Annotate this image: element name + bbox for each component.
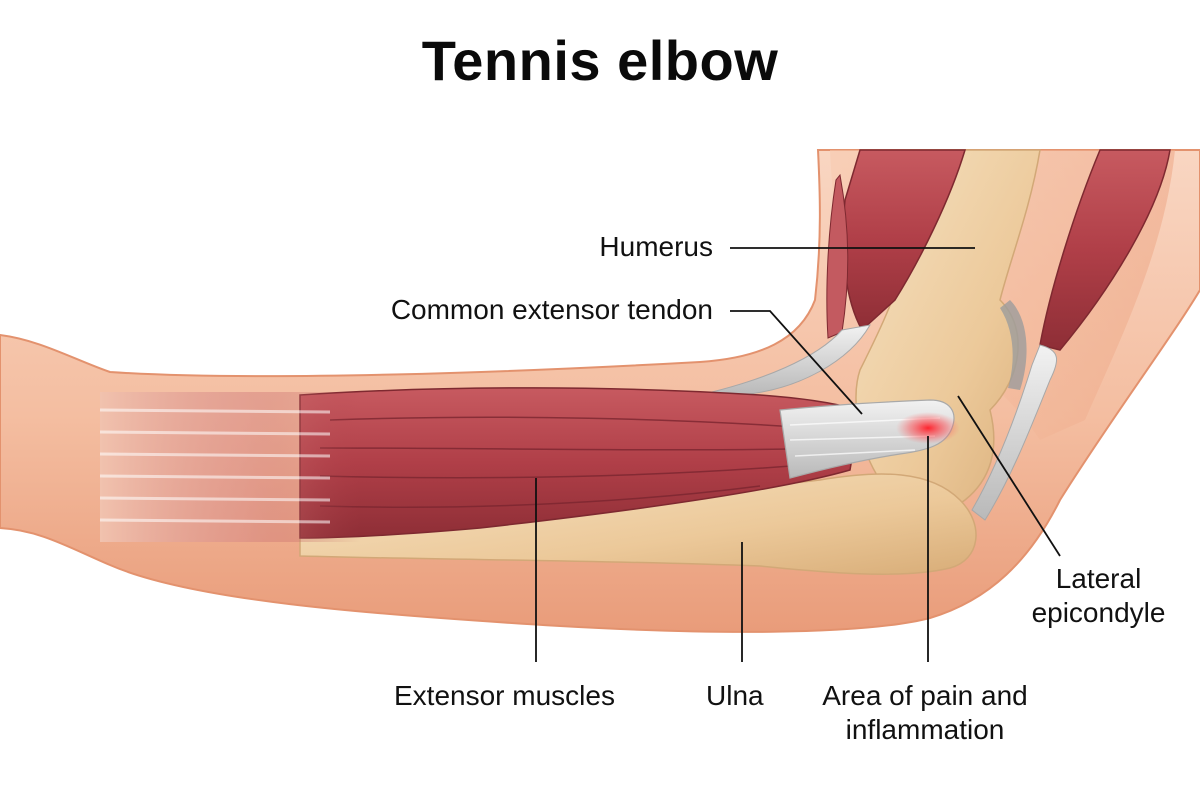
upper-arm-muscles: [826, 149, 1171, 521]
inflammation-spot: [896, 412, 960, 444]
label-lateral-epicondyle-line2: epicondyle: [1031, 597, 1166, 628]
label-pain-area-line1: Area of pain and: [822, 680, 1028, 711]
label-pain-area-line2: inflammation: [845, 714, 1005, 745]
leader-tendon: [730, 310, 863, 415]
label-lateral-epicondyle: Lateral epicondyle: [1016, 562, 1181, 630]
label-pain-area: Area of pain and inflammation: [800, 679, 1050, 747]
label-lateral-epicondyle-line1: Lateral: [1055, 563, 1142, 594]
page-title: Tennis elbow: [421, 29, 779, 92]
leader-lines: [535, 247, 1061, 662]
label-extensor-muscles: Extensor muscles: [394, 680, 615, 711]
leader-lateral-epicondyle: [957, 395, 1061, 557]
extensor-muscles: [99, 387, 861, 542]
label-common-extensor-tendon: Common extensor tendon: [390, 294, 713, 325]
label-humerus: Humerus: [599, 231, 713, 262]
label-ulna: Ulna: [706, 680, 764, 711]
